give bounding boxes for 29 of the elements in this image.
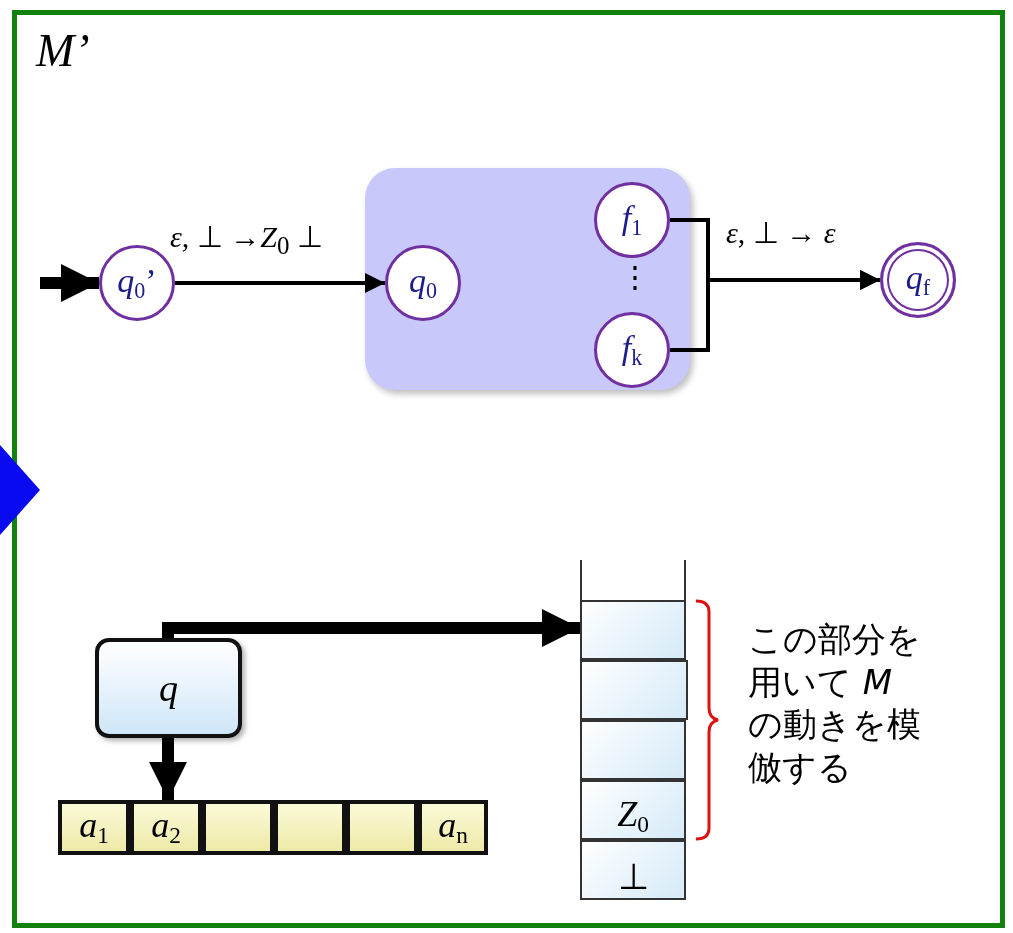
- stack-cell: [580, 780, 686, 840]
- state-label: q: [159, 666, 178, 710]
- tape-cell: [418, 800, 488, 855]
- stack-cell: [580, 720, 686, 780]
- state-label: q$_{0}$: [408, 262, 437, 304]
- thick-arrow: [162, 608, 580, 648]
- state-label: a$_{n}$: [438, 804, 468, 849]
- state-label: f$_{1}$: [621, 199, 643, 241]
- thick-arrow: [148, 738, 188, 800]
- stack-cell: [580, 600, 686, 660]
- arrow: [175, 273, 385, 293]
- ellipsis-label: ⋮: [620, 262, 650, 292]
- state-label: a$_{2}$: [151, 804, 181, 849]
- stack-cell: [580, 660, 688, 720]
- automaton-frame: [12, 10, 1005, 928]
- state-label: Z$_{0}$: [617, 793, 649, 838]
- state-label: a$_{1}$: [79, 804, 109, 849]
- thick-arrow: [40, 263, 99, 303]
- state-label: q$_{0}$’: [117, 262, 157, 304]
- stack-cell: [580, 840, 686, 900]
- state-label: q$_{f}$: [905, 259, 931, 301]
- arrow: [670, 270, 880, 352]
- control-box: [95, 638, 242, 738]
- frame-title: M’: [36, 24, 90, 77]
- state-group-box: [365, 168, 690, 390]
- annotation-text: この部分を用いて M の動きを模倣する: [748, 618, 922, 788]
- state-label: f$_{k}$: [621, 329, 643, 371]
- tape-cell: [58, 800, 130, 855]
- state-label: ⊥: [617, 856, 649, 898]
